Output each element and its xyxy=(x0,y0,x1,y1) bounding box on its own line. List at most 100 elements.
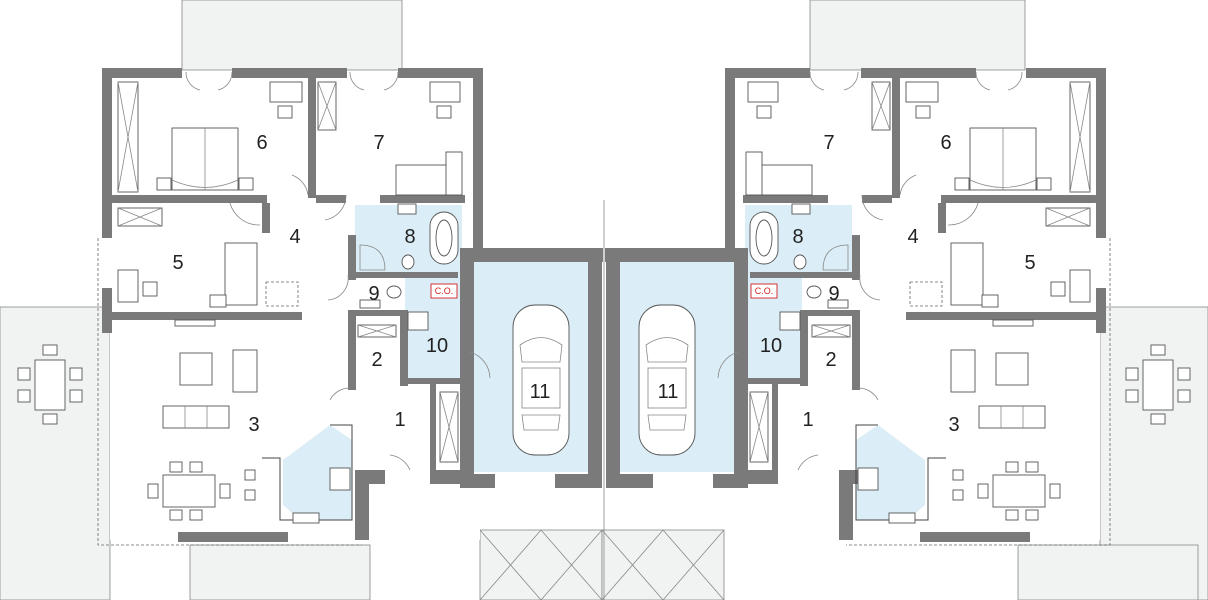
kitchen-floor xyxy=(283,425,352,520)
wardrobe-icon xyxy=(357,324,397,338)
room-label-7: 7 xyxy=(373,132,384,154)
wardrobe-icon xyxy=(749,391,769,463)
boiler-tag-box xyxy=(750,283,778,299)
dining-table-icon xyxy=(977,461,1061,521)
bed-icon xyxy=(395,151,463,196)
room-label-9: 9 xyxy=(368,283,379,305)
door-swing-icon xyxy=(947,202,979,226)
bar-stool xyxy=(244,489,256,501)
door-swing-icon xyxy=(324,194,347,221)
rug xyxy=(909,281,943,307)
nightstand xyxy=(238,177,254,191)
bed-icon xyxy=(745,151,813,196)
nightstand xyxy=(954,177,970,191)
terrace-bedroom xyxy=(809,0,1026,71)
chair xyxy=(142,281,158,297)
sofa-icon xyxy=(162,405,230,429)
boiler-tag: C.O. xyxy=(435,286,454,296)
toilet-icon xyxy=(386,285,402,299)
door-swing-icon xyxy=(229,202,261,226)
sofa-icon xyxy=(232,349,258,393)
room-label-3: 3 xyxy=(248,414,259,436)
sink-icon xyxy=(827,299,849,309)
door-swing-icon xyxy=(717,351,739,379)
car-icon xyxy=(638,304,696,456)
boiler-tag-box xyxy=(430,283,458,299)
room-label-8: 8 xyxy=(792,226,803,248)
boiler xyxy=(779,311,801,331)
door-swing-icon xyxy=(185,71,233,91)
bed-icon xyxy=(950,242,999,308)
boiler-tag: C.O. xyxy=(755,286,774,296)
dining-table-icon xyxy=(147,461,231,521)
stove-icon xyxy=(857,467,879,491)
door-swing-icon xyxy=(809,71,859,91)
bathtub-icon xyxy=(749,211,779,265)
chair xyxy=(277,105,293,119)
chair xyxy=(1050,281,1066,297)
terrace-bedroom xyxy=(181,0,403,71)
bar-stool xyxy=(952,469,964,481)
stove-icon xyxy=(329,467,351,491)
wardrobe-icon xyxy=(1069,81,1091,193)
room-label-9: 9 xyxy=(828,283,839,305)
kitchen-floor xyxy=(856,425,925,520)
sink-icon xyxy=(397,203,417,215)
right-unit: C.O. xyxy=(601,0,1208,600)
toilet-icon xyxy=(401,254,415,270)
sink-icon xyxy=(292,512,320,524)
chair xyxy=(915,105,931,119)
sink-icon xyxy=(791,203,811,215)
desk xyxy=(429,81,461,103)
bed-icon xyxy=(209,242,258,308)
driveway xyxy=(479,529,603,600)
door-swing-icon xyxy=(857,387,879,401)
armchair xyxy=(995,352,1029,386)
dining-table-icon xyxy=(1125,344,1191,425)
room-label-3: 3 xyxy=(948,414,959,436)
bed-icon xyxy=(171,127,239,191)
toilet-icon xyxy=(793,254,807,270)
wardrobe-icon xyxy=(811,324,851,338)
room-label-6: 6 xyxy=(940,132,951,154)
wardrobe-icon xyxy=(117,207,163,227)
door-swing-icon xyxy=(975,71,1023,91)
sofa-icon xyxy=(950,349,976,393)
wardrobe-icon xyxy=(871,81,891,131)
rug xyxy=(265,281,299,307)
door-swing-icon xyxy=(861,194,884,221)
door-swing-icon xyxy=(469,351,491,379)
nightstand xyxy=(156,177,172,191)
wardrobe-icon xyxy=(117,81,139,193)
bed-icon xyxy=(969,127,1037,191)
room-label-10: 10 xyxy=(760,335,782,357)
door-swing-icon xyxy=(291,174,309,196)
wardrobe-icon xyxy=(1045,207,1091,227)
car-icon xyxy=(512,304,570,456)
desk xyxy=(1069,269,1091,303)
room-label-6: 6 xyxy=(256,132,267,154)
driveway xyxy=(601,529,725,600)
room-label-2: 2 xyxy=(371,349,382,371)
wardrobe-icon xyxy=(317,81,337,131)
door-swing-icon xyxy=(389,454,411,471)
desk xyxy=(117,269,139,303)
room-label-11: 11 xyxy=(530,381,551,403)
boiler xyxy=(407,311,429,331)
door-swing-icon xyxy=(327,274,349,301)
door-swing-icon xyxy=(859,274,881,301)
bathtub-icon xyxy=(429,211,459,265)
door-swing-icon xyxy=(349,71,399,91)
dining-table-icon xyxy=(17,344,83,425)
tv-unit xyxy=(992,319,1034,327)
room-label-4: 4 xyxy=(289,226,300,248)
door-swing-icon xyxy=(329,387,351,401)
room-label-5: 5 xyxy=(172,252,183,274)
door-swing-icon xyxy=(899,174,917,196)
left-unit: C.O. xyxy=(0,0,603,600)
room-label-8: 8 xyxy=(404,226,415,248)
shower-icon xyxy=(359,244,386,271)
room-label-1: 1 xyxy=(394,409,405,431)
terrace-front xyxy=(1017,544,1199,600)
armchair xyxy=(179,352,213,386)
